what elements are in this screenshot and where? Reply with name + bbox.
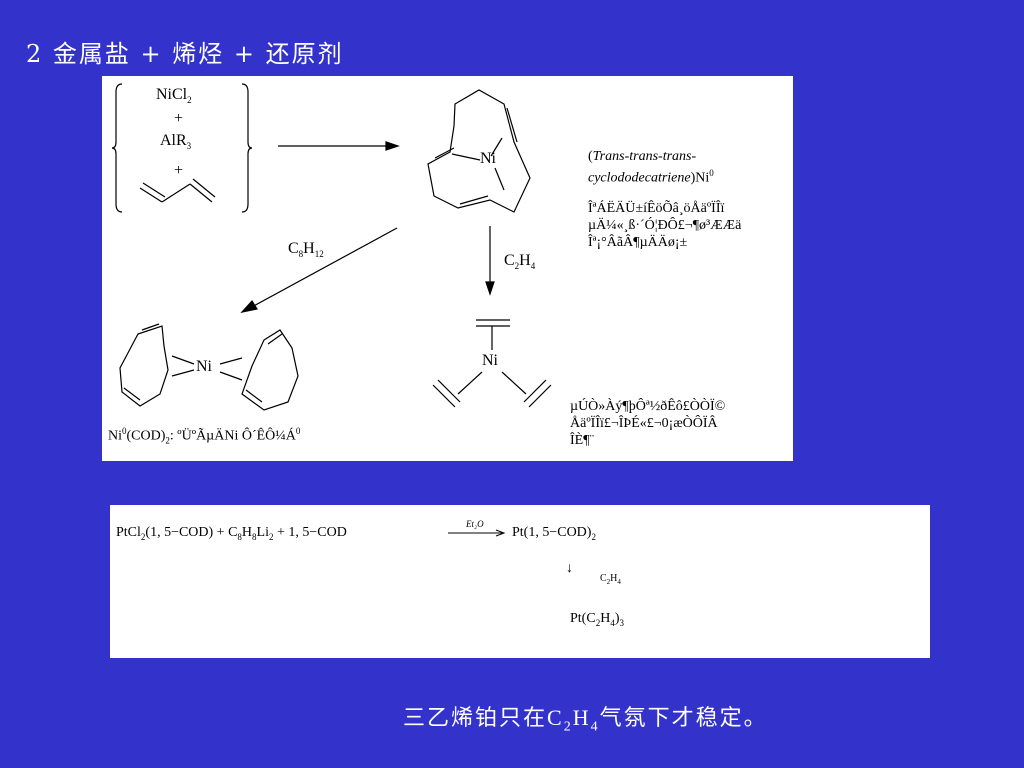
- reagent-cyclooctadiene: C8H12: [288, 240, 324, 260]
- butadiene-structure: [139, 178, 216, 203]
- arrow-condition-label: Et₂O: [466, 519, 484, 529]
- reaction-arrow-down-left: [249, 227, 398, 309]
- slide-caption: 三乙烯铂只在C2H4气氛下才稳定。: [403, 705, 768, 735]
- down-arrow: ↓: [566, 561, 573, 576]
- equation-arrow: [448, 529, 506, 537]
- cdt-ni-structure: [427, 89, 531, 213]
- ni-atom-label-cdt: Ni: [480, 150, 496, 167]
- left-brace: [111, 83, 123, 213]
- plus-sign-2: +: [174, 162, 184, 179]
- right-brace: [241, 83, 253, 213]
- ni-atom-label-cod: Ni: [196, 358, 212, 375]
- reagent-ethylene: C2H4: [504, 252, 536, 272]
- platinum-equation-panel: PtCl2(1, 5−COD) + C8H8Li2 + 1, 5−COD Et₂…: [110, 505, 930, 658]
- ni-cod2-caption: Ni0(COD)2: ºÜºÃµÄNi Ô´ÊÔ¼Á0: [108, 426, 301, 446]
- ni-ethylene-note: µÚÒ»Àý¶þÔª½ðÊô£­ÒÒÏ© ÅäºÏÎï£¬ÎÞÉ«£¬0¡æÒÔ…: [570, 399, 726, 448]
- cdt-ni-name: (Trans-trans-trans- cyclododecatriene)Ni…: [588, 149, 714, 186]
- ni-cod2-structure: [119, 323, 299, 411]
- nickel-scheme-panel: NiCl2 + AlR3 + Ni (Trans-trans-trans- cy…: [102, 76, 793, 461]
- plus-sign-1: +: [174, 110, 184, 127]
- platinum-reaction-equation: PtCl2(1, 5−COD) + C8H8Li2 + 1, 5−COD: [116, 525, 347, 542]
- slide-title: 2 金属盐 + 烯烃 + 还原剂: [26, 40, 344, 68]
- reactant-trialkylaluminum: AlR3: [160, 132, 192, 152]
- ni-atom-label-ethylene: Ni: [482, 352, 498, 369]
- reactant-nickel-chloride: NiCl2: [156, 86, 192, 106]
- tris-ethylene-platinum: Pt(C2H4)3: [570, 611, 624, 628]
- down-arrow-reagent: C2H4: [600, 573, 621, 586]
- ni-ethylene3-structure: [432, 319, 552, 408]
- platinum-cod-product: Pt(1, 5−COD)2: [512, 525, 596, 542]
- nickel-scheme-drawing: [111, 83, 552, 411]
- cdt-ni-note: ÎªÁËÄÜ±íÊöÕâ¸öÅäºÏÎï µÄ¼«¸ß·´Ó¦ÐÔ£¬¶ø³ÆÆ…: [588, 201, 742, 250]
